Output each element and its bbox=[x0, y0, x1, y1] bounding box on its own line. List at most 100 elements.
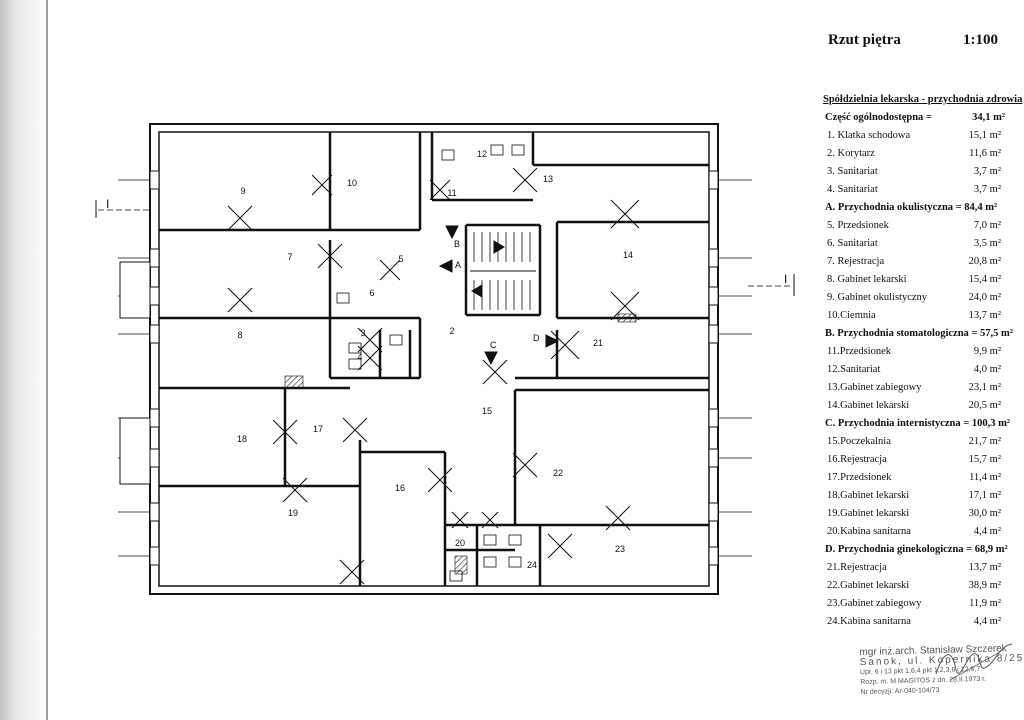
window bbox=[149, 546, 160, 566]
outer-wall bbox=[149, 123, 719, 595]
door-mark: C bbox=[490, 340, 497, 350]
door bbox=[512, 452, 538, 478]
room-number: 8 bbox=[237, 330, 242, 340]
door bbox=[357, 327, 383, 353]
legend-section: C. Przychodnia internistyczna = 100,3 m² bbox=[823, 415, 1023, 433]
room-number: 5 bbox=[398, 254, 403, 264]
legend-area: 13,7 m² bbox=[968, 310, 1001, 321]
door-mark: D bbox=[533, 333, 540, 343]
sanitary-fixture bbox=[348, 358, 362, 370]
legend-label: 3. Sanitariat bbox=[827, 166, 878, 177]
plan-scale: 1:100 bbox=[963, 32, 998, 48]
legend-label: 23.Gabinet zabiegowy bbox=[827, 598, 922, 609]
window bbox=[149, 502, 160, 522]
legend-row: 14.Gabinet lekarski 20,5 m² bbox=[823, 397, 1023, 415]
inner-wall-line bbox=[158, 131, 710, 587]
door-mark: A bbox=[455, 260, 461, 270]
stair-arrow bbox=[471, 284, 483, 298]
legend-label: 10.Ciemnia bbox=[827, 310, 876, 321]
door bbox=[429, 179, 451, 201]
room-number: 17 bbox=[313, 424, 323, 434]
legend-row: 9. Gabinet okulistyczny 24,0 m² bbox=[823, 289, 1023, 307]
walls bbox=[149, 123, 719, 595]
window bbox=[149, 248, 160, 268]
legend-area: 3,5 m² bbox=[973, 238, 1001, 249]
sanitary-fixture bbox=[348, 342, 362, 354]
room-number: 4 bbox=[357, 352, 362, 362]
legend-area: 30,0 m² bbox=[968, 508, 1001, 519]
sanitary-fixture bbox=[508, 556, 522, 568]
doors bbox=[227, 167, 640, 585]
legend-label: Część ogólnodostępna = bbox=[825, 112, 932, 123]
door bbox=[379, 259, 401, 281]
legend-label: 2. Korytarz bbox=[827, 148, 875, 159]
room-number: 12 bbox=[477, 149, 487, 159]
room-number: 11 bbox=[447, 188, 456, 198]
sanitary-fixture bbox=[508, 534, 522, 546]
legend-row: 20.Kabina sanitarna 4,4 m² bbox=[823, 523, 1023, 541]
legend-area: 4,4 m² bbox=[973, 526, 1001, 537]
door bbox=[610, 199, 640, 229]
signature bbox=[935, 643, 1013, 681]
plan-title: Rzut piętra bbox=[828, 32, 901, 48]
legend-label: 13.Gabinet zabiegowy bbox=[827, 382, 922, 393]
section-mark-left: I bbox=[106, 197, 109, 211]
legend-label: 24.Kabina sanitarna bbox=[827, 616, 911, 627]
header: Rzut piętra 1:100 bbox=[828, 32, 998, 54]
door bbox=[512, 167, 538, 193]
room-number: 21 bbox=[593, 338, 603, 348]
room-number: 23 bbox=[615, 544, 625, 554]
door bbox=[357, 345, 383, 371]
room-number: 19 bbox=[288, 508, 298, 518]
legend-label: 12.Sanitariat bbox=[827, 364, 881, 375]
legend-label: 5. Przedsionek bbox=[827, 220, 889, 231]
legend-label: 22.Gabinet lekarski bbox=[827, 580, 910, 591]
scan-edge-line bbox=[46, 0, 48, 720]
legend-area: 20,8 m² bbox=[968, 256, 1001, 267]
door-mark: B bbox=[454, 239, 460, 249]
room-number: 3 bbox=[360, 328, 365, 338]
balcony bbox=[119, 261, 151, 319]
door bbox=[547, 533, 573, 559]
legend-area: 9,9 m² bbox=[973, 346, 1001, 357]
legend-label: A. Przychodnia okulistyczna = 84,4 m² bbox=[825, 202, 998, 213]
legend-section: D. Przychodnia ginekologiczna = 68,9 m² bbox=[823, 541, 1023, 559]
window bbox=[149, 170, 160, 190]
legend-area: 20,5 m² bbox=[968, 400, 1001, 411]
window bbox=[708, 248, 719, 268]
legend-section: A. Przychodnia okulistyczna = 84,4 m² bbox=[823, 199, 1023, 217]
window bbox=[708, 170, 719, 190]
window bbox=[708, 286, 719, 306]
room-number: 2 bbox=[449, 326, 454, 336]
legend-area: 24,0 m² bbox=[968, 292, 1001, 303]
legend-label: 14.Gabinet lekarski bbox=[827, 400, 910, 411]
legend-label: 20.Kabina sanitarna bbox=[827, 526, 911, 537]
legend-area: 21,7 m² bbox=[968, 436, 1001, 447]
legend-heading: Spółdzielnia lekarska - przychodnia zdro… bbox=[823, 94, 1023, 105]
plan-details bbox=[95, 144, 795, 582]
legend-label: 18.Gabinet lekarski bbox=[827, 490, 910, 501]
stair-arrow bbox=[493, 240, 505, 254]
legend-area: 4,4 m² bbox=[973, 616, 1001, 627]
door bbox=[342, 417, 368, 443]
door bbox=[227, 287, 253, 313]
room-labels: ABCDII2345678910111213141516171819202122… bbox=[106, 149, 787, 570]
legend-row: 10.Ciemnia 13,7 m² bbox=[823, 307, 1023, 325]
legend-section: B. Przychodnia stomatologiczna = 57,5 m² bbox=[823, 325, 1023, 343]
door bbox=[339, 559, 365, 585]
door bbox=[317, 243, 343, 269]
section-mark-right: I bbox=[784, 272, 787, 286]
legend-label: 9. Gabinet okulistyczny bbox=[827, 292, 928, 303]
room-number: 13 bbox=[543, 174, 553, 184]
